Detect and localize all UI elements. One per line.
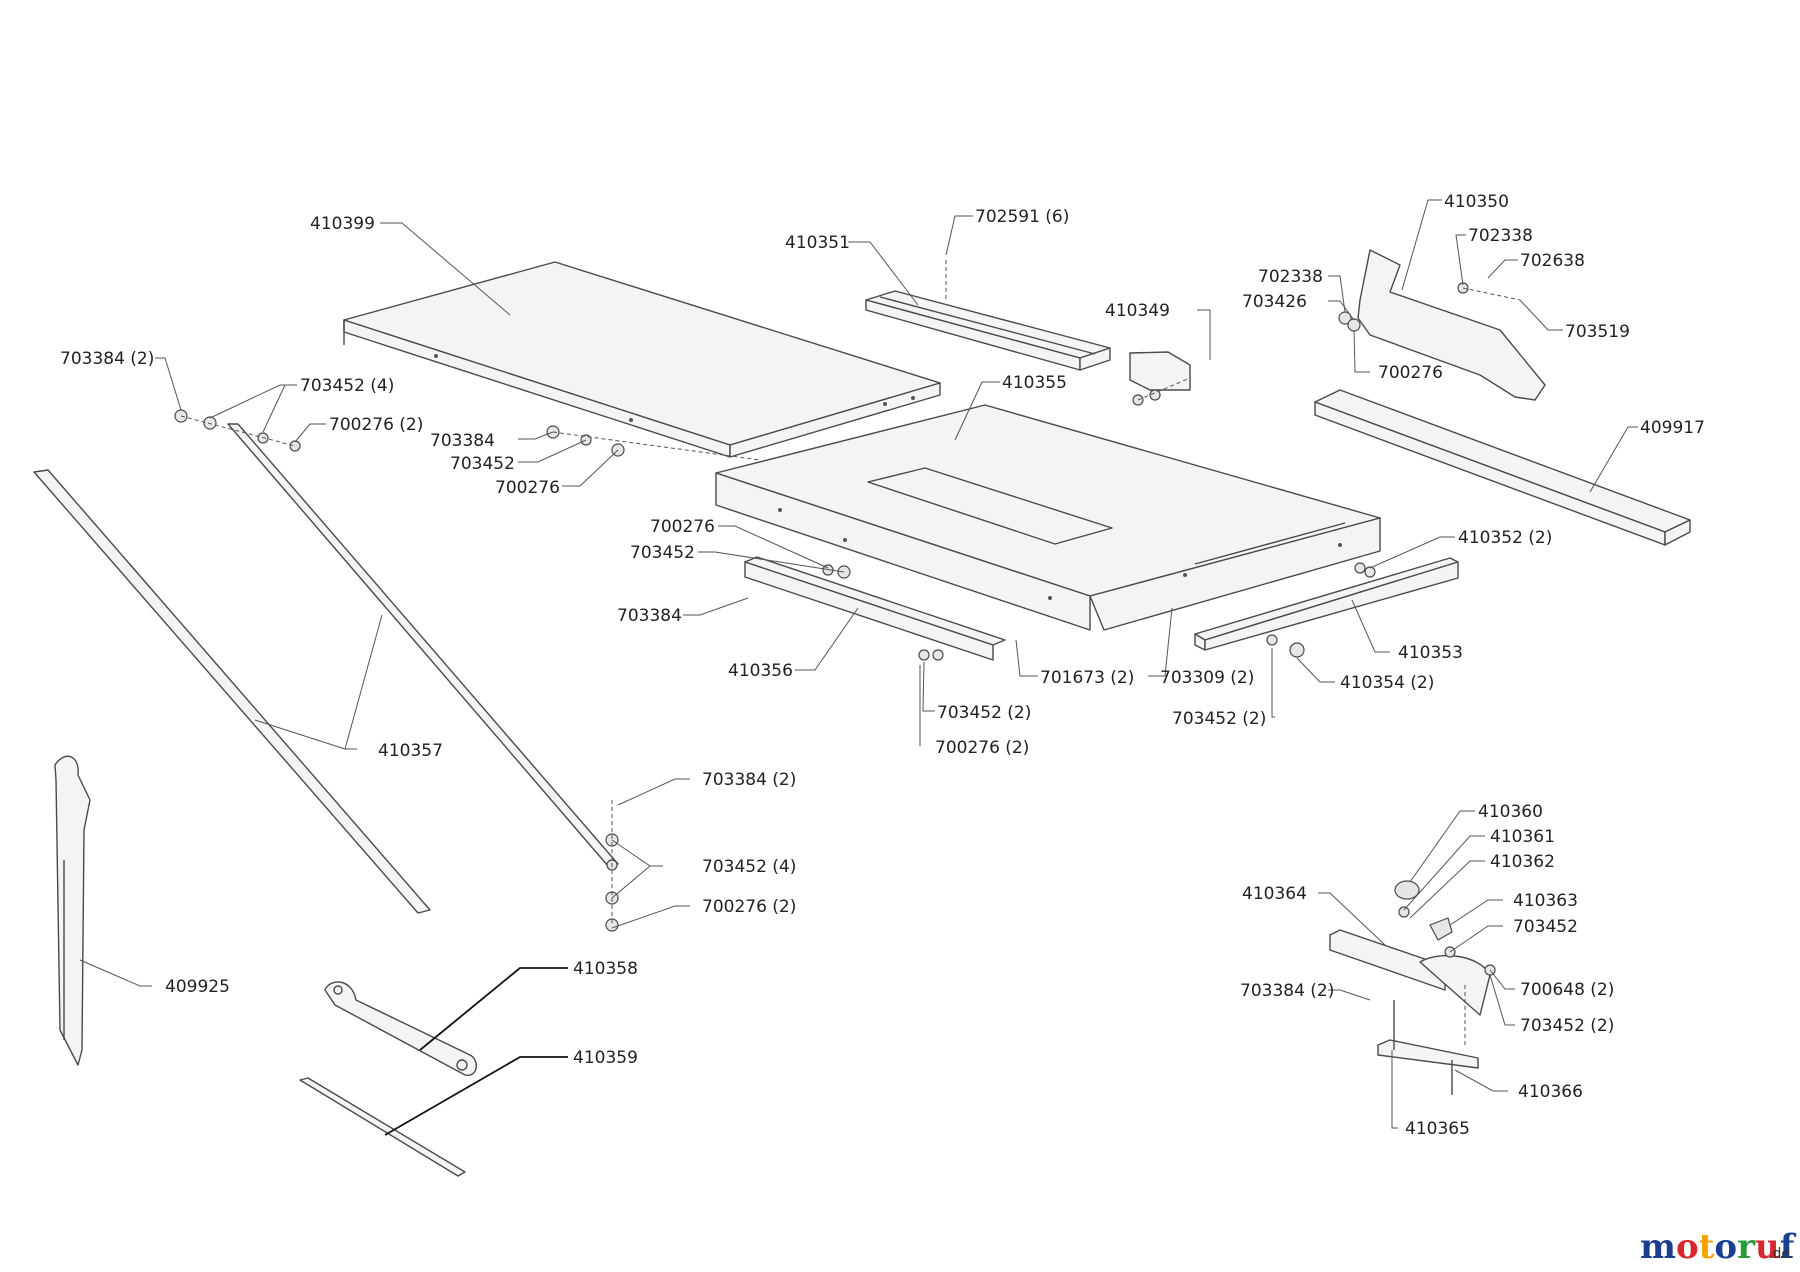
- label-703452-legtop: 703452 (4): [300, 376, 394, 396]
- label-410366: 410366: [1518, 1082, 1583, 1102]
- motoruf-logo: motoruf .de: [1640, 1227, 1797, 1267]
- label-701673: 701673 (2): [1040, 668, 1134, 688]
- label-700648: 700648 (2): [1520, 980, 1614, 1000]
- label-703384-miter: 703384 (2): [1240, 981, 1334, 1001]
- label-702338: 702338: [1258, 267, 1323, 287]
- label-700276-leg: 700276 (2): [702, 897, 796, 917]
- label-703452-rail: 703452: [630, 543, 695, 563]
- side-rail-410356: [744, 556, 1006, 661]
- label-410352: 410352 (2): [1458, 528, 1552, 548]
- rip-fence-409917: [1314, 389, 1691, 546]
- label-703519: 703519: [1565, 322, 1630, 342]
- label-410359: 410359: [573, 1048, 638, 1068]
- label-700276-left: 700276 (2): [935, 738, 1029, 758]
- label-410358: 410358: [573, 959, 638, 979]
- label-410351: 410351: [785, 233, 850, 253]
- label-410353: 410353: [1398, 643, 1463, 663]
- label-703384-legtop: 703384 (2): [60, 349, 154, 369]
- label-410349: 410349: [1105, 301, 1170, 321]
- label-702638: 702638: [1520, 251, 1585, 271]
- label-410356: 410356: [728, 661, 793, 681]
- label-410399: 410399: [310, 214, 375, 234]
- rod-410359: [299, 1077, 466, 1177]
- label-703452-miter: 703452: [1513, 917, 1578, 937]
- assembly-lines: [180, 260, 1521, 1045]
- label-703452-miter2: 703452 (2): [1520, 1016, 1614, 1036]
- support-legs-410357: [33, 423, 619, 914]
- label-410350: 410350: [1444, 192, 1509, 212]
- side-rail-410353: [1194, 557, 1459, 651]
- side-panel-409925: [54, 755, 91, 1066]
- label-410365: 410365: [1405, 1119, 1470, 1139]
- label-703309: 703309 (2): [1160, 668, 1254, 688]
- label-410364: 410364: [1242, 884, 1307, 904]
- label-409925: 409925: [165, 977, 230, 997]
- bracket-410349: [1129, 351, 1191, 391]
- label-700276-rail: 700276: [650, 517, 715, 537]
- part-410358: [324, 981, 477, 1076]
- label-410354: 410354 (2): [1340, 673, 1434, 693]
- label-410355: 410355: [1002, 373, 1067, 393]
- label-700276-table: 700276: [495, 478, 560, 498]
- main-table-410355: [715, 404, 1381, 631]
- label-410362: 410362: [1490, 852, 1555, 872]
- fence-rail-410351: [865, 290, 1111, 371]
- label-703384-table: 703384: [430, 431, 495, 451]
- label-702591: 702591 (6): [975, 207, 1069, 227]
- label-703452-right: 703452 (2): [1172, 709, 1266, 729]
- label-410363: 410363: [1513, 891, 1578, 911]
- blade-guard-410350: [1357, 249, 1546, 401]
- label-703452-leg: 703452 (4): [702, 857, 796, 877]
- leader-lines: [79, 199, 1638, 1136]
- label-703426: 703426: [1242, 292, 1307, 312]
- label-409917: 409917: [1640, 418, 1705, 438]
- label-703452-left: 703452 (2): [937, 703, 1031, 723]
- label-703384-leg: 703384 (2): [702, 770, 796, 790]
- extension-table-410399: [343, 261, 941, 458]
- part-labels: 410399 410351 702591 (6) 410350 702338 7…: [60, 192, 1705, 1139]
- logo-brand-text: motoruf: [1640, 1227, 1797, 1267]
- label-410357: 410357: [378, 741, 443, 761]
- label-702338-top: 702338: [1468, 226, 1533, 246]
- label-410360: 410360: [1478, 802, 1543, 822]
- label-700276-guard: 700276: [1378, 363, 1443, 383]
- label-700276-legtop: 700276 (2): [329, 415, 423, 435]
- logo-tld-text: .de: [1768, 1246, 1790, 1262]
- label-703384-rail: 703384: [617, 606, 682, 626]
- label-410361: 410361: [1490, 827, 1555, 847]
- label-703452-table: 703452: [450, 454, 515, 474]
- miter-gauge-410364: [1329, 880, 1491, 1095]
